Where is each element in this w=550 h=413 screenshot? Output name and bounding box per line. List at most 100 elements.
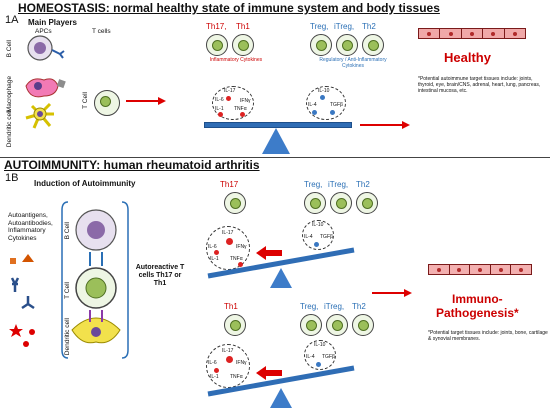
regulatory-cytokine-circle-b1: [302, 220, 334, 250]
balance-beam-top: [204, 122, 352, 128]
cytokine-dot: [218, 112, 223, 117]
panel-1b-tag: 1B: [5, 172, 19, 184]
th17-label-bottom: Th17: [220, 180, 239, 189]
th1-cell-bottom: [224, 314, 246, 336]
balance-fulcrum-b2: [270, 388, 292, 408]
pathogenesis-note: *Potential target tissues include: joint…: [428, 330, 548, 342]
cyt-tnfa-b2: TNFα: [230, 374, 243, 380]
arrow-to-balance: [126, 97, 166, 105]
immune-synapse-group: [61, 201, 129, 359]
apcs-label: APCs: [35, 28, 52, 35]
th2-label-bottom-2: Th2: [352, 302, 366, 311]
th2-cell-top: [362, 34, 384, 56]
cyt-ifn-b2: IFNγ: [236, 360, 247, 366]
th1-label-top: Th1: [236, 22, 250, 31]
dendritic-label-bottom: Dendritic cell: [64, 318, 71, 356]
cyt-tgfb-b2: TGFβ: [322, 354, 335, 360]
balance-beam-b1: [207, 247, 355, 279]
t-cell-label-bottom: T Cell: [64, 282, 71, 299]
cyt-tgfb-top: TGFβ: [330, 102, 343, 108]
dendritic-label: Dendritic cell: [6, 110, 13, 148]
cytokine-dot: [226, 96, 231, 101]
cyt-il10-b2: IL-10: [314, 342, 326, 348]
cyt-il4-b1: IL-4: [304, 234, 313, 240]
treg-cell-bottom-2: [300, 314, 322, 336]
cyt-tnfa-top: TNFα: [234, 106, 247, 112]
damaged-tissue: [428, 264, 532, 275]
treg-cell-bottom-1: [304, 192, 326, 214]
cyt-il4-top: IL-4: [308, 102, 317, 108]
itreg-label-top: iTreg,: [334, 22, 355, 31]
cyt-il6-b1: IL-6: [208, 244, 217, 250]
cytokine-dot-blue: [316, 362, 321, 367]
antigens-label: Autoantigens, Autoantibodies, Inflammato…: [8, 212, 53, 242]
th1-label-bottom: Th1: [224, 302, 238, 311]
cyt-il10-top: IL-10: [318, 88, 330, 94]
cyt-il1-b1: IL-1: [210, 256, 219, 262]
cyt-il17-top: IL-17: [224, 88, 236, 94]
tilt-arrow-b1: [256, 246, 282, 260]
macrophage-icon: [25, 78, 66, 98]
apc-cells-illustration: [25, 35, 66, 129]
th2-cell-bottom-2: [352, 314, 374, 336]
macrophage-label: Macrophage: [6, 76, 13, 113]
itreg-cell-bottom-2: [326, 314, 348, 336]
itreg-label-bottom-1: iTreg,: [328, 180, 349, 189]
t-cells-label: T cells: [92, 28, 111, 35]
induction-label: Induction of Autoimmunity: [34, 179, 136, 188]
tilt-arrow-b2: [256, 366, 282, 380]
th2-label-bottom-1: Th2: [356, 180, 370, 189]
b-cell-label: B Cell: [6, 40, 13, 58]
cyt-tnfa-b1: TNFα: [230, 256, 243, 262]
healthy-note: *Potential autoimmune target tissues inc…: [418, 76, 541, 94]
cytokine-dot: [226, 238, 233, 245]
cyt-il17-b2: IL-17: [222, 348, 234, 354]
cytokine-dot: [240, 112, 245, 117]
cyt-il4-b2: IL-4: [306, 354, 315, 360]
immuno-label: Immuno-: [452, 292, 503, 306]
autoimmunity-title: AUTOIMMUNITY: human rheumatoid arthritis: [4, 158, 260, 172]
arrow-to-healthy: [360, 121, 410, 129]
b-cell-label-bottom: B Cell: [64, 222, 71, 240]
treg-label-top: Treg,: [310, 22, 329, 31]
cytokine-dot-blue: [312, 110, 317, 115]
itreg-cell-bottom-1: [330, 192, 352, 214]
inflammatory-cytokine-circle-b2: [206, 344, 250, 388]
panel-divider: [0, 157, 550, 158]
arrow-to-pathogenesis: [372, 289, 412, 297]
healthy-tissue: [418, 28, 526, 39]
cyt-il10-b1: IL-10: [312, 222, 324, 228]
cyt-ifn-top: IFNγ: [240, 98, 251, 104]
th1-cell-top: [232, 34, 254, 56]
antigen-shapes: [9, 254, 35, 347]
cytokine-dot: [238, 262, 243, 267]
treg-label-bottom-2: Treg,: [300, 302, 319, 311]
cytokine-dot: [226, 356, 233, 363]
t-cell-icon: [94, 90, 120, 116]
cytokine-dot: [214, 250, 219, 255]
cyt-il1-top: IL-1: [215, 106, 224, 112]
b-cell-icon: [27, 35, 65, 61]
pathogenesis-label: Pathogenesis*: [436, 306, 519, 320]
cyt-il1-b2: IL-1: [210, 374, 219, 380]
th2-label-top: Th2: [362, 22, 376, 31]
th17-label-top: Th17,: [206, 22, 227, 31]
homeostasis-title: HOMEOSTASIS: normal healthy state of imm…: [18, 1, 440, 15]
treg-cell-top: [310, 34, 332, 56]
healthy-label: Healthy: [444, 50, 491, 65]
cyt-tgfb-b1: TGFβ: [320, 234, 333, 240]
th2-cell-bottom-1: [356, 192, 378, 214]
cyt-ifn-b1: IFNγ: [236, 244, 247, 250]
cytokine-dot-blue: [320, 95, 325, 100]
th17-cell-top: [206, 34, 228, 56]
regulatory-cytokines-label: Regulatory / Anti-Inflammatory Cytokines: [319, 57, 387, 69]
panel-1a-tag: 1A: [5, 14, 19, 26]
cyt-il17-b1: IL-17: [222, 230, 234, 236]
cytokine-dot: [214, 368, 219, 373]
balance-fulcrum-top: [262, 128, 290, 154]
cyt-il6-b2: IL-6: [208, 360, 217, 366]
balance-fulcrum-b1: [270, 268, 292, 288]
cytokine-dot-blue: [314, 242, 319, 247]
cytokine-dot-blue: [330, 110, 335, 115]
cyt-il6-top: IL-6: [215, 97, 224, 103]
